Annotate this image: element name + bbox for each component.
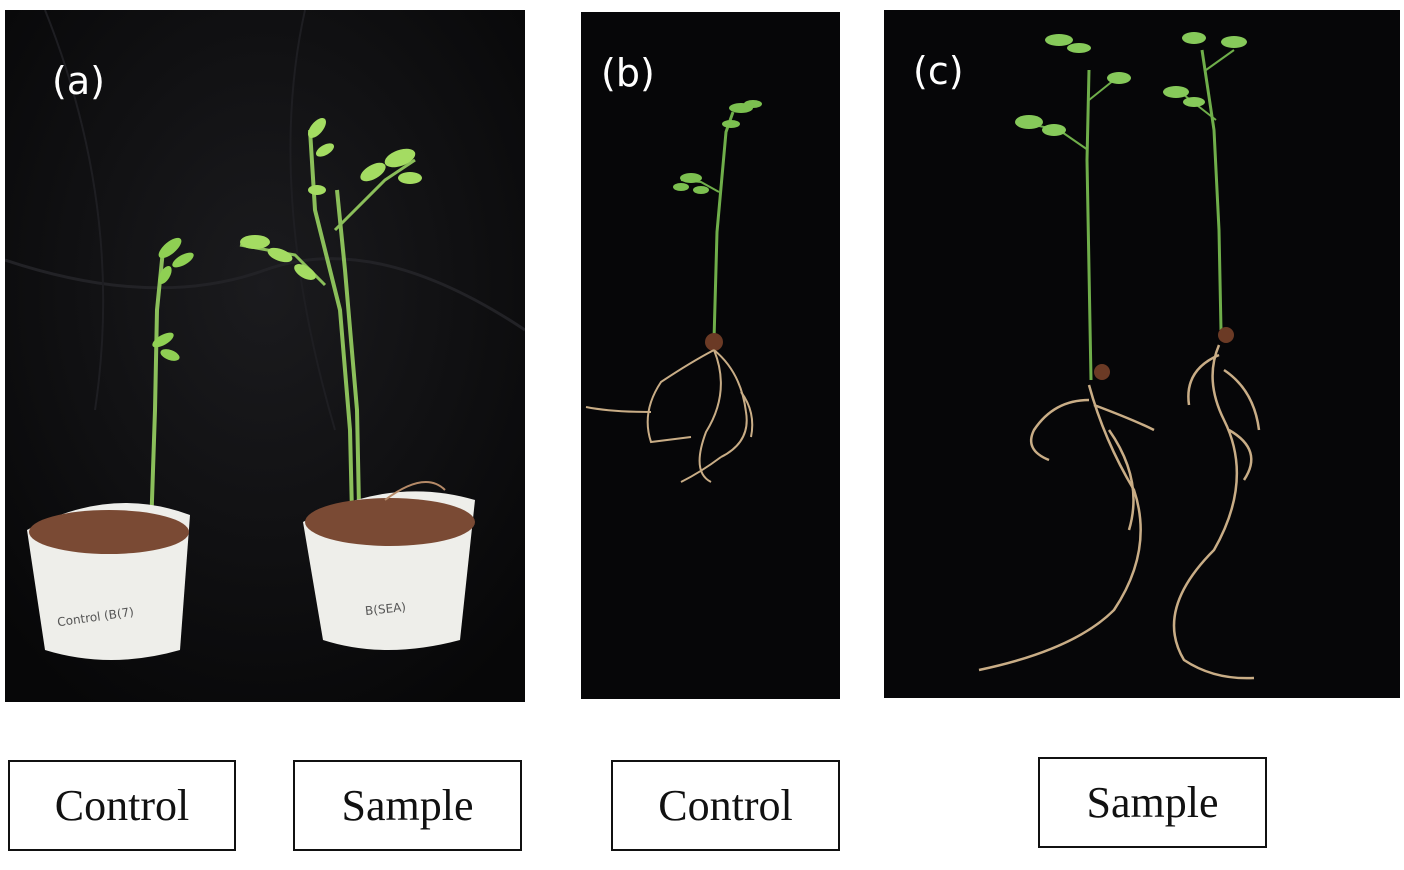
caption-control-b: Control — [611, 760, 840, 851]
caption-control-a: Control — [8, 760, 236, 851]
photo-panel-a: (a) Control (B(7) B(SEA) — [5, 10, 525, 702]
panel-label-b: (b) — [601, 51, 655, 95]
caption-sample-a: Sample — [293, 760, 522, 851]
potted-seedlings-image — [5, 10, 525, 702]
photo-panel-c: (c) — [884, 10, 1400, 698]
photo-panel-b: (b) — [581, 12, 840, 699]
panel-label-a: (a) — [52, 59, 105, 103]
control-seedling-image — [581, 12, 840, 699]
caption-sample-c: Sample — [1038, 757, 1267, 848]
panel-label-c: (c) — [913, 49, 964, 93]
sample-seedlings-image — [884, 10, 1400, 698]
